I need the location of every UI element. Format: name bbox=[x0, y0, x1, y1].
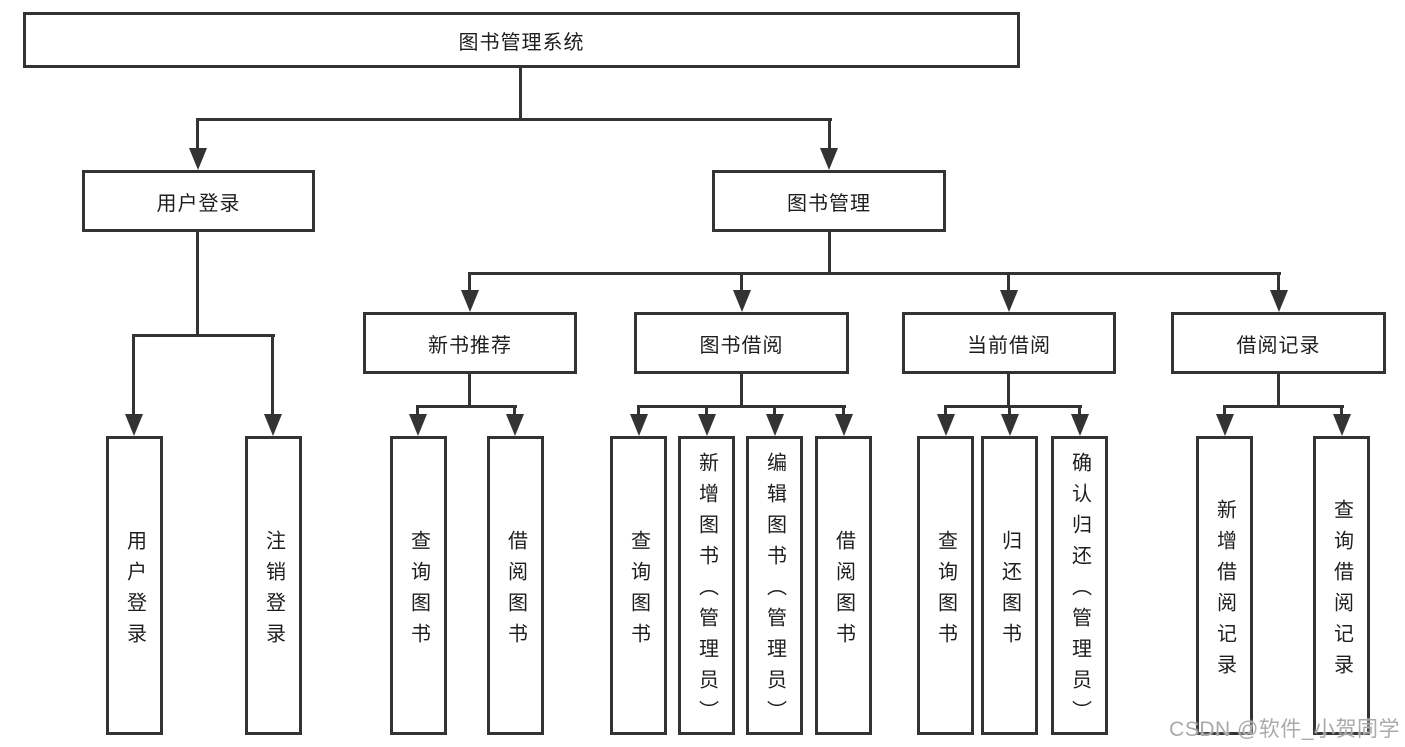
connector-line bbox=[271, 334, 274, 416]
node-label: 新书推荐 bbox=[428, 334, 512, 357]
connector-line bbox=[705, 405, 708, 417]
node-label: 查询图书 bbox=[627, 529, 650, 654]
node-label: 确认归还（管理员） bbox=[1068, 452, 1091, 731]
node-label: 编辑图书（管理员） bbox=[763, 452, 786, 731]
connector-line bbox=[828, 232, 831, 274]
node-book-borrowing: 图书借阅 bbox=[634, 312, 849, 374]
connector-line bbox=[1223, 405, 1344, 408]
node-leaf-edit-books-admin: 编辑图书（管理员） bbox=[746, 436, 803, 735]
arrow-down-icon bbox=[1216, 414, 1234, 436]
connector-line bbox=[1007, 374, 1010, 408]
node-leaf-borrow-books-recommend: 借阅图书 bbox=[487, 436, 544, 735]
node-label: 用户登录 bbox=[156, 192, 241, 215]
node-label: 注销登录 bbox=[262, 529, 285, 654]
connector-line bbox=[132, 334, 275, 337]
node-label: 借阅记录 bbox=[1236, 334, 1321, 357]
arrow-down-icon bbox=[1000, 290, 1018, 312]
connector-line bbox=[1078, 405, 1081, 417]
connector-line bbox=[1277, 272, 1280, 294]
connector-line bbox=[416, 405, 517, 408]
arrow-down-icon bbox=[820, 148, 838, 170]
node-borrowing-records: 借阅记录 bbox=[1171, 312, 1386, 374]
connector-line bbox=[196, 118, 832, 121]
arrow-down-icon bbox=[835, 414, 853, 436]
arrow-down-icon bbox=[766, 414, 784, 436]
node-label: 查询图书 bbox=[407, 529, 430, 654]
arrow-down-icon bbox=[461, 290, 479, 312]
node-leaf-add-books-admin: 新增图书（管理员） bbox=[678, 436, 735, 735]
arrow-down-icon bbox=[733, 290, 751, 312]
arrow-down-icon bbox=[409, 414, 427, 436]
arrow-down-icon bbox=[937, 414, 955, 436]
node-user-login: 用户登录 bbox=[82, 170, 315, 232]
arrow-down-icon bbox=[1270, 290, 1288, 312]
node-book-management: 图书管理 bbox=[712, 170, 946, 232]
connector-line bbox=[828, 118, 831, 154]
node-label: 图书借阅 bbox=[699, 334, 784, 357]
connector-line bbox=[468, 272, 471, 294]
node-label: 查询借阅记录 bbox=[1330, 498, 1353, 685]
node-label: 归还图书 bbox=[998, 529, 1021, 654]
arrow-down-icon bbox=[189, 148, 207, 170]
node-label: 图书管理 bbox=[787, 192, 871, 215]
connector-line bbox=[468, 272, 1281, 275]
node-leaf-return-books: 归还图书 bbox=[981, 436, 1038, 735]
node-leaf-logout: 注销登录 bbox=[245, 436, 302, 735]
node-leaf-query-borrow-record: 查询借阅记录 bbox=[1313, 436, 1370, 735]
node-leaf-query-books-recommend: 查询图书 bbox=[390, 436, 447, 735]
connector-line bbox=[1340, 405, 1343, 417]
connector-line bbox=[196, 232, 199, 337]
connector-line bbox=[468, 374, 471, 408]
node-label: 图书管理系统 bbox=[458, 31, 585, 54]
node-new-book-recommendation: 新书推荐 bbox=[363, 312, 577, 374]
connector-line bbox=[944, 405, 947, 417]
node-label: 新增借阅记录 bbox=[1213, 498, 1236, 685]
arrow-down-icon bbox=[506, 414, 524, 436]
node-library-management-system: 图书管理系统 bbox=[23, 12, 1020, 68]
connector-line bbox=[519, 68, 522, 120]
connector-line bbox=[513, 405, 516, 417]
connector-line bbox=[196, 118, 199, 154]
connector-line bbox=[1007, 272, 1010, 294]
connector-line bbox=[1008, 405, 1011, 417]
connector-line bbox=[637, 405, 640, 417]
connector-line bbox=[773, 405, 776, 417]
node-label: 用户登录 bbox=[123, 529, 146, 654]
node-leaf-confirm-return-admin: 确认归还（管理员） bbox=[1051, 436, 1108, 735]
connector-line bbox=[740, 374, 743, 408]
node-current-borrowing: 当前借阅 bbox=[902, 312, 1116, 374]
arrow-down-icon bbox=[125, 414, 143, 436]
connector-line bbox=[1277, 374, 1280, 408]
arrow-down-icon bbox=[1001, 414, 1019, 436]
node-label: 借阅图书 bbox=[504, 529, 527, 654]
node-leaf-add-borrow-record: 新增借阅记录 bbox=[1196, 436, 1253, 735]
connector-line bbox=[132, 334, 135, 416]
connector-line bbox=[944, 405, 1082, 408]
node-label: 查询图书 bbox=[934, 529, 957, 654]
connector-line bbox=[637, 405, 846, 408]
arrow-down-icon bbox=[1333, 414, 1351, 436]
arrow-down-icon bbox=[630, 414, 648, 436]
node-leaf-user-login: 用户登录 bbox=[106, 436, 163, 735]
arrow-down-icon bbox=[264, 414, 282, 436]
arrow-down-icon bbox=[1071, 414, 1089, 436]
node-label: 借阅图书 bbox=[832, 529, 855, 654]
connector-line bbox=[740, 272, 743, 294]
connector-line bbox=[1223, 405, 1226, 417]
csdn-watermark: CSDN @软件_小贺同学 bbox=[1169, 718, 1400, 741]
node-label: 当前借阅 bbox=[967, 334, 1051, 357]
node-label: 新增图书（管理员） bbox=[695, 452, 718, 731]
node-leaf-query-books-current: 查询图书 bbox=[917, 436, 974, 735]
connector-line bbox=[416, 405, 419, 417]
connector-line bbox=[842, 405, 845, 417]
node-leaf-borrow-books: 借阅图书 bbox=[815, 436, 872, 735]
node-leaf-query-books-borrow: 查询图书 bbox=[610, 436, 667, 735]
arrow-down-icon bbox=[698, 414, 716, 436]
